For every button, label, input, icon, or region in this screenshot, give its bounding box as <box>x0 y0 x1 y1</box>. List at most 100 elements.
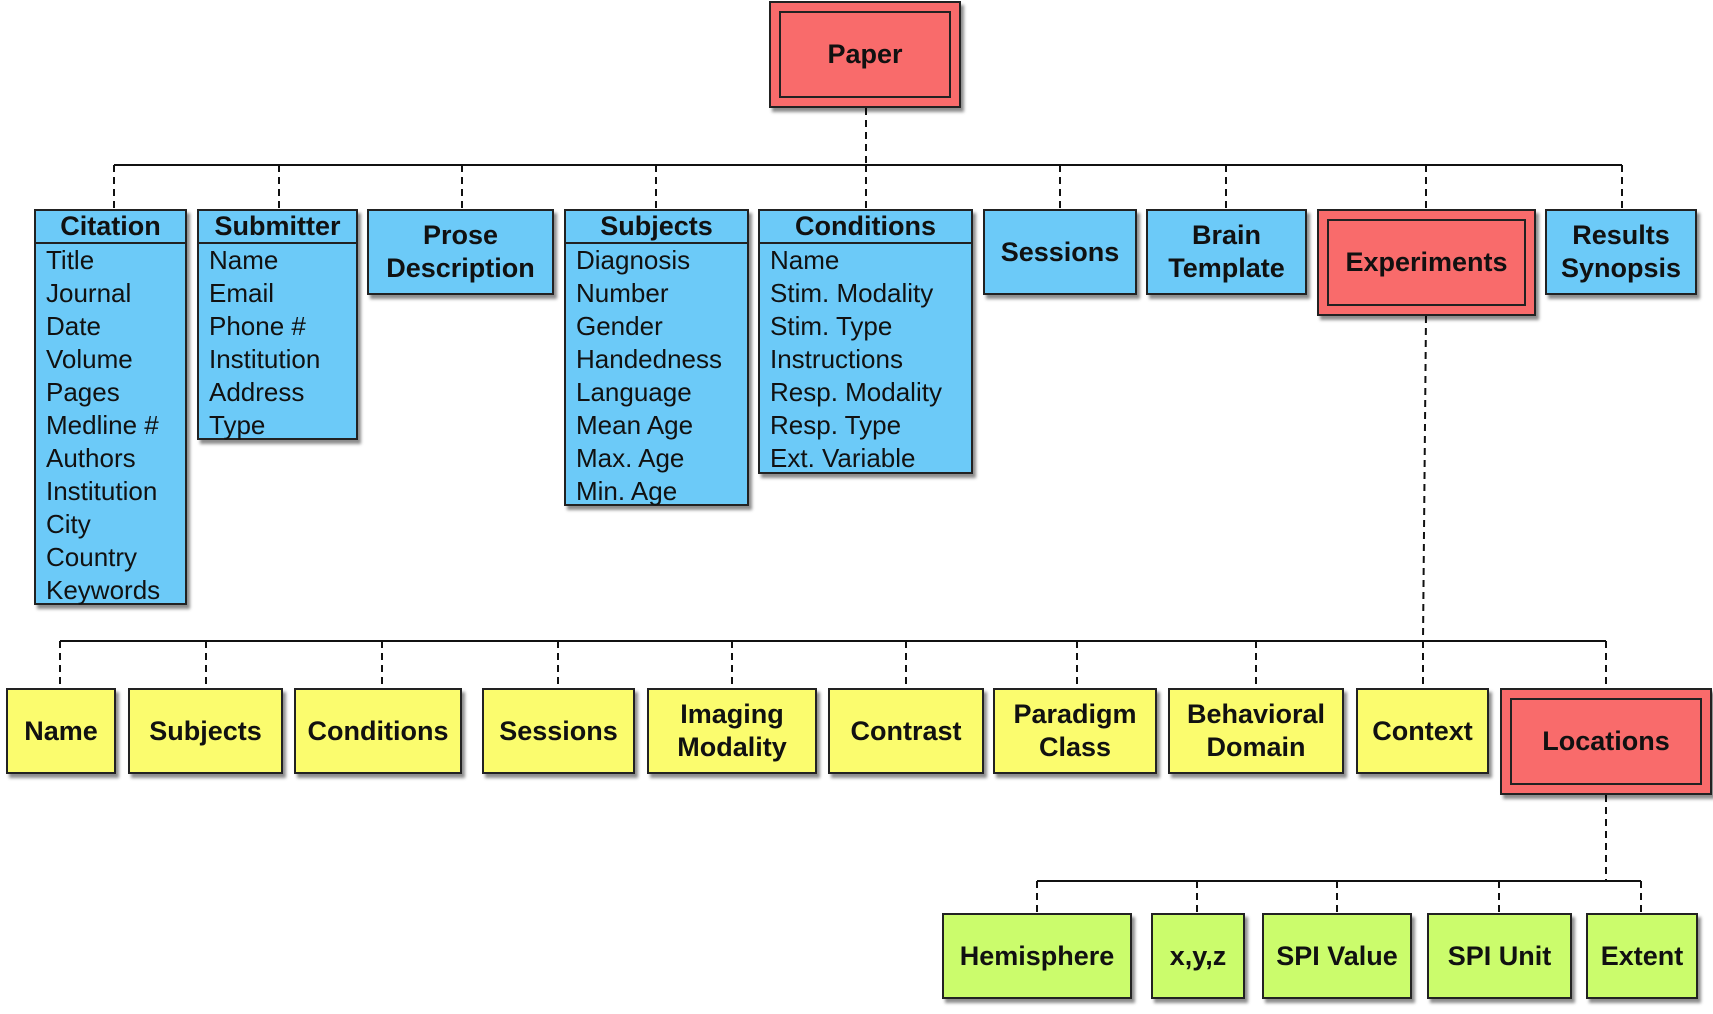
list-item: Title <box>46 245 95 275</box>
subjects-node: Subjects Diagnosis Number Gender Handedn… <box>564 209 749 506</box>
label-line: Prose <box>422 220 499 250</box>
xyz-node: x,y,z <box>1151 913 1245 999</box>
label-line: Brain <box>1191 220 1262 250</box>
subjects-fields: Diagnosis Number Gender Handedness Langu… <box>566 244 747 508</box>
imaging-modality-label: Imaging Modality <box>677 698 787 764</box>
list-item: Type <box>209 410 266 440</box>
hemisphere-label: Hemisphere <box>959 940 1115 971</box>
list-item: Stim. Modality <box>770 278 934 308</box>
label-line: Paradigm <box>1013 699 1137 729</box>
paper-label: Paper <box>827 39 903 69</box>
list-item: Pages <box>46 377 120 407</box>
list-item: City <box>46 509 91 539</box>
conditions-fields: Name Stim. Modality Stim. Type Instructi… <box>760 244 971 475</box>
xyz-label: x,y,z <box>1169 940 1227 971</box>
experiment-sessions-node: Sessions <box>482 688 635 774</box>
prose-description-node: Prose Description <box>367 209 554 295</box>
brain-template-label: Brain Template <box>1168 219 1285 285</box>
experiments-label: Experiments <box>1345 247 1508 277</box>
list-item: Diagnosis <box>576 245 691 275</box>
locations-label: Locations <box>1542 726 1670 756</box>
list-item: Gender <box>576 311 663 341</box>
prose-description-label: Prose Description <box>386 219 535 285</box>
list-item: Date <box>46 311 101 341</box>
list-item: Max. Age <box>576 443 685 473</box>
list-item: Volume <box>46 344 133 374</box>
paradigm-class-label: Paradigm Class <box>1013 698 1136 764</box>
locations-node: Locations <box>1500 688 1712 795</box>
paradigm-class-node: Paradigm Class <box>993 688 1157 774</box>
spi-unit-label: SPI Unit <box>1447 940 1552 971</box>
contrast-node: Contrast <box>828 688 984 774</box>
list-item: Medline # <box>46 410 159 440</box>
submitter-node: Submitter Name Email Phone # Institution… <box>197 209 358 440</box>
extent-label: Extent <box>1600 940 1684 971</box>
label-line: Description <box>386 253 535 283</box>
label-line: Class <box>1038 732 1112 762</box>
brain-template-node: Brain Template <box>1146 209 1307 295</box>
behavioral-domain-node: Behavioral Domain <box>1168 688 1344 774</box>
submitter-header: Submitter <box>199 211 356 244</box>
list-item: Address <box>209 377 305 407</box>
list-item: Mean Age <box>576 410 694 440</box>
experiment-subjects-label: Subjects <box>149 715 262 746</box>
experiments-node: Experiments <box>1317 209 1536 316</box>
list-item: Resp. Type <box>770 410 902 440</box>
label-line: Behavioral <box>1186 699 1326 729</box>
conditions-header: Conditions <box>760 211 971 244</box>
list-item: Institution <box>46 476 158 506</box>
sessions-label: Sessions <box>1000 236 1120 267</box>
list-item: Language <box>576 377 692 407</box>
results-synopsis-label: Results Synopsis <box>1561 219 1681 285</box>
label-line: Modality <box>677 732 787 762</box>
experiment-name-node: Name <box>6 688 116 774</box>
spi-unit-node: SPI Unit <box>1427 913 1572 999</box>
context-label: Context <box>1372 715 1473 746</box>
list-item: Name <box>770 245 840 275</box>
list-item: Authors <box>46 443 136 473</box>
sessions-node: Sessions <box>983 209 1137 295</box>
list-item: Resp. Modality <box>770 377 942 407</box>
connector-experiments-trunk <box>1422 315 1427 642</box>
list-item: Number <box>576 278 669 308</box>
submitter-fields: Name Email Phone # Institution Address T… <box>199 244 356 442</box>
citation-fields: Title Journal Date Volume Pages Medline … <box>36 244 185 607</box>
label-line: Domain <box>1206 732 1306 762</box>
list-item: Stim. Type <box>770 311 893 341</box>
list-item: Journal <box>46 278 132 308</box>
label-line: Synopsis <box>1560 253 1682 283</box>
list-item: Handedness <box>576 344 722 374</box>
experiment-sessions-label: Sessions <box>499 715 618 746</box>
contrast-label: Contrast <box>850 715 962 746</box>
extent-node: Extent <box>1586 913 1698 999</box>
hemisphere-node: Hemisphere <box>942 913 1132 999</box>
list-item: Phone # <box>209 311 306 341</box>
list-item: Instructions <box>770 344 903 374</box>
citation-header: Citation <box>36 211 185 244</box>
list-item: Email <box>209 278 275 308</box>
spi-value-node: SPI Value <box>1262 913 1412 999</box>
label-line: Template <box>1168 253 1285 283</box>
behavioral-domain-label: Behavioral Domain <box>1187 698 1325 764</box>
results-synopsis-node: Results Synopsis <box>1545 209 1697 295</box>
paper-node: Paper <box>769 1 961 108</box>
list-item: Country <box>46 542 138 572</box>
context-node: Context <box>1356 688 1489 774</box>
experiment-subjects-node: Subjects <box>128 688 283 774</box>
label-line: Results <box>1572 220 1670 250</box>
list-item: Ext. Variable <box>770 443 916 473</box>
list-item: Institution <box>209 344 321 374</box>
spi-value-label: SPI Value <box>1276 940 1398 971</box>
experiment-conditions-label: Conditions <box>307 715 449 746</box>
list-item: Keywords <box>46 575 161 605</box>
citation-node: Citation Title Journal Date Volume Pages… <box>34 209 187 605</box>
list-item: Min. Age <box>576 476 678 506</box>
label-line: Imaging <box>680 699 784 729</box>
imaging-modality-node: Imaging Modality <box>647 688 817 774</box>
experiment-conditions-node: Conditions <box>294 688 462 774</box>
list-item: Name <box>209 245 279 275</box>
conditions-node: Conditions Name Stim. Modality Stim. Typ… <box>758 209 973 474</box>
subjects-header: Subjects <box>566 211 747 244</box>
experiment-name-label: Name <box>24 715 98 746</box>
